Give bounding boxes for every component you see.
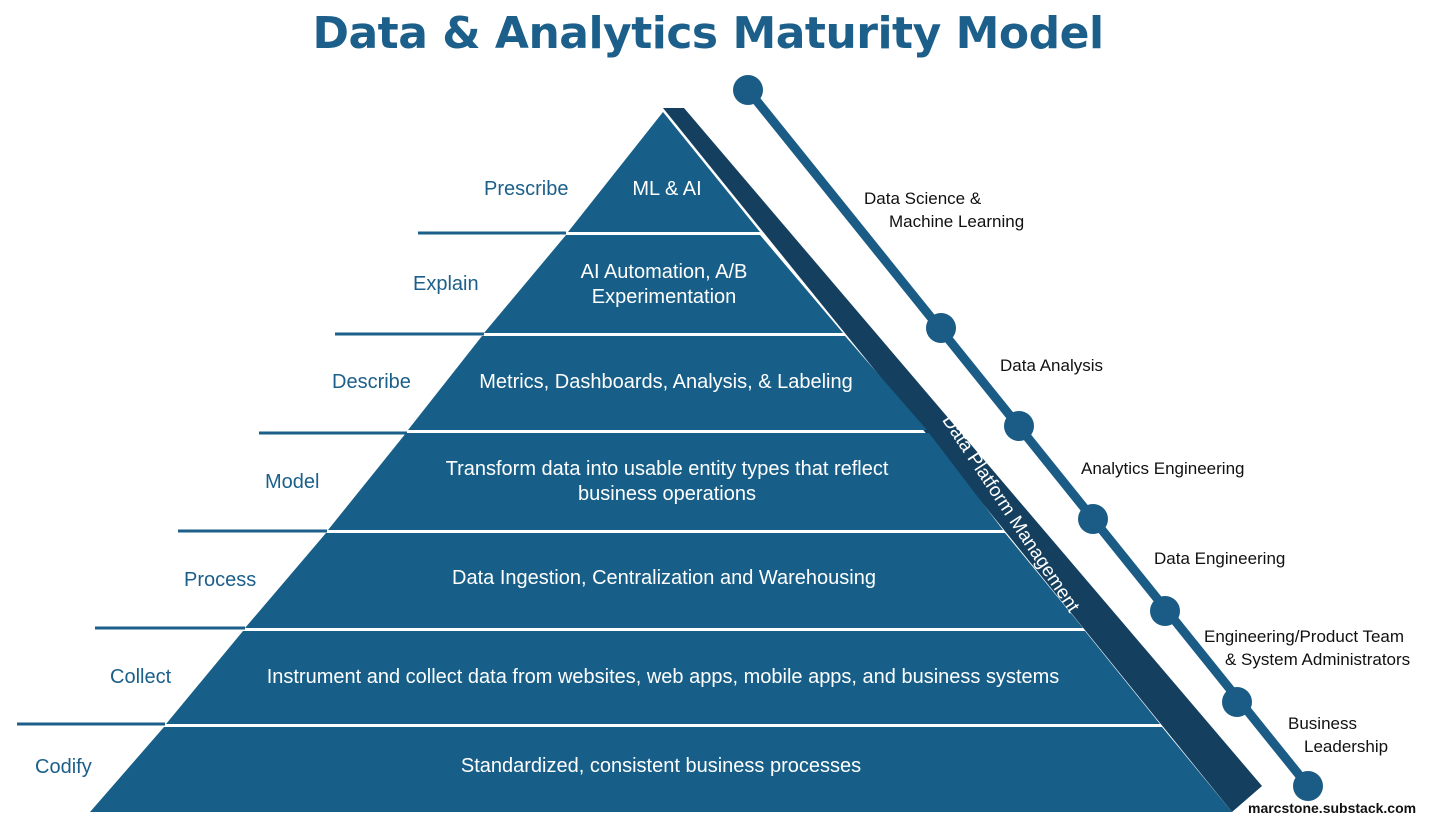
level-label-codify: Codify <box>35 756 92 778</box>
role-label-line: Engineering/Product Team <box>1204 627 1405 646</box>
layer-text-line: Metrics, Dashboards, Analysis, & Labelin… <box>479 371 853 393</box>
timeline-node <box>1293 771 1323 801</box>
layer-text-collect: Instrument and collect data from website… <box>213 665 1113 690</box>
layer-text-line: Transform data into usable entity types … <box>445 458 889 480</box>
role-label-business-leadership: Business Leadership <box>1288 712 1388 758</box>
layer-text-model: Transform data into usable entity types … <box>367 457 967 507</box>
layer-collect <box>166 631 1160 724</box>
role-label-data-engineering: Data Engineering <box>1154 547 1285 570</box>
role-label-line: Machine Learning <box>889 212 1025 231</box>
layer-text-line: AI Automation, A/B <box>580 261 748 283</box>
level-label-prescribe: Prescribe <box>484 178 569 200</box>
layer-text-line: business operations <box>578 483 756 505</box>
level-label-describe: Describe <box>332 371 411 393</box>
layer-codify <box>90 727 1232 812</box>
role-label-line: & System Administrators <box>1225 650 1411 669</box>
level-label-collect: Collect <box>110 666 172 688</box>
page-title: Data & Analytics Maturity Model <box>312 8 1104 59</box>
layer-text-line: Instrument and collect data from website… <box>266 666 1060 688</box>
layer-text-line: Data Ingestion, Centralization and Wareh… <box>452 567 876 589</box>
layer-explain <box>484 235 843 333</box>
layer-text-codify: Standardized, consistent business proces… <box>361 754 961 779</box>
layer-text-line: Experimentation <box>591 286 737 308</box>
timeline-node <box>1004 411 1034 441</box>
layer-describe <box>408 336 927 430</box>
role-label-analytics-engineering: Analytics Engineering <box>1081 457 1244 480</box>
layer-text-prescribe: ML & AI <box>567 177 767 202</box>
timeline-node <box>1150 596 1180 626</box>
layer-process <box>245 533 1083 628</box>
timeline-node <box>1078 504 1108 534</box>
layer-text-describe: Metrics, Dashboards, Analysis, & Labelin… <box>416 370 916 395</box>
layer-model <box>328 433 1003 530</box>
role-timeline-nodes <box>733 75 1323 801</box>
level-label-model: Model <box>265 471 320 493</box>
role-label-data-analysis: Data Analysis <box>1000 354 1103 377</box>
level-label-process: Process <box>184 569 257 591</box>
role-label-line: Data Science & <box>864 189 982 208</box>
role-label-line: Data Analysis <box>1000 356 1103 375</box>
layer-text-line: Standardized, consistent business proces… <box>460 755 862 777</box>
pyramid-shadow <box>663 108 1262 812</box>
timeline-node <box>1222 687 1252 717</box>
role-label-line: Analytics Engineering <box>1081 459 1245 478</box>
credit-text: marcstone.substack.com <box>1248 800 1417 816</box>
layer-prescribe <box>568 112 760 232</box>
layer-text-explain: AI Automation, A/B Experimentation <box>514 260 814 310</box>
role-label-data-science: Data Science & Machine Learning <box>864 187 1024 233</box>
layer-text-process: Data Ingestion, Centralization and Wareh… <box>364 566 964 591</box>
role-label-line: Leadership <box>1304 737 1389 756</box>
layer-text-line: ML & AI <box>632 178 702 200</box>
role-label-line: Data Engineering <box>1154 549 1286 568</box>
level-guide-lines <box>17 231 566 726</box>
role-label-engineering-product: Engineering/Product Team & System Admini… <box>1204 625 1410 671</box>
timeline-node <box>733 75 763 105</box>
timeline-node <box>926 313 956 343</box>
role-label-line: Business <box>1288 714 1357 733</box>
level-label-explain: Explain <box>413 273 479 295</box>
